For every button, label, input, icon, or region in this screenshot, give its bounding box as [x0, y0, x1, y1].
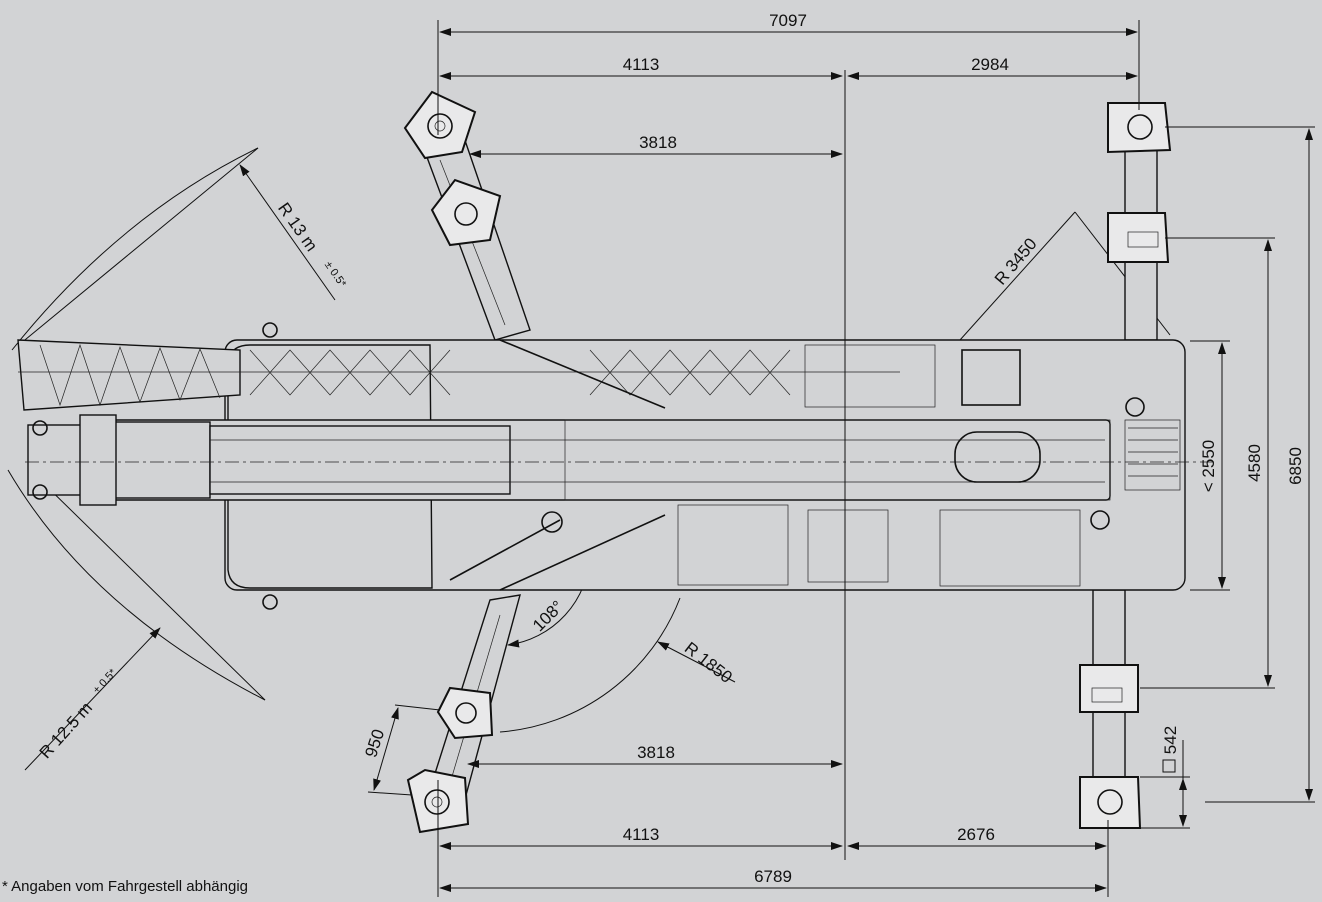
outrigger-pad-rear-top: [1107, 102, 1172, 154]
label-2676: 2676: [957, 825, 995, 844]
outrigger-pad-front-mid: [430, 178, 502, 247]
label-6789: 6789: [754, 867, 792, 886]
label-r1850: R 1850: [681, 638, 736, 687]
label-r13-tolerance: ± 0.5*: [322, 259, 349, 290]
label-r125: R 12.5 m: [36, 698, 96, 762]
vertical-dimensions: [367, 126, 1315, 829]
r125-arc: [7, 469, 266, 701]
label-542-group: 542: [1161, 726, 1180, 773]
label-2984: 2984: [971, 55, 1009, 74]
boom: [27, 414, 1111, 506]
label-3818-top: 3818: [639, 133, 677, 152]
label-r125-tolerance: ± 0.5*: [91, 666, 120, 696]
label-3818-bottom: 3818: [637, 743, 675, 762]
outrigger-pad-rear-mid: [1107, 212, 1170, 263]
label-4113-top: 4113: [623, 55, 660, 74]
label-542: 542: [1161, 726, 1180, 754]
r1850-arc: [499, 597, 681, 733]
label-r3450: R 3450: [991, 234, 1041, 288]
label-6850: 6850: [1286, 447, 1305, 485]
lattice-jib: [17, 339, 241, 411]
outriggers: [403, 90, 1172, 834]
footnote: * Angaben vom Fahrgestell abhängig: [2, 878, 248, 895]
label-r13-group: R 13 m ± 0.5*: [274, 199, 349, 290]
outrigger-pad-rear-low: [1079, 664, 1139, 713]
square-symbol-icon: [1162, 759, 1176, 773]
r13-arc: [11, 147, 259, 351]
label-4580: 4580: [1245, 444, 1264, 482]
rear-equipment: [677, 344, 1181, 587]
label-angle: 108°: [529, 597, 567, 635]
outrigger-pad-rear-bottom: [1079, 776, 1142, 829]
label-4113-bottom: 4113: [623, 825, 660, 844]
dim-line-950: [373, 707, 399, 791]
label-2550: < 2550: [1199, 440, 1218, 492]
swing-radius-lines: [7, 147, 1171, 771]
horizontal-dimensions: [437, 20, 1140, 897]
carrier-body: [17, 322, 1215, 610]
label-7097: 7097: [769, 11, 807, 30]
upper-lattice: [240, 349, 900, 396]
label-r125-group: R 12.5 m ± 0.5*: [36, 666, 120, 762]
r13-leader: [239, 164, 336, 301]
r125-leader: [24, 627, 161, 771]
outrigger-pad-front-top: [403, 90, 477, 160]
r3450-leader: [959, 211, 1076, 341]
outrigger-pad-front-low: [436, 686, 494, 740]
r1850-leader: [657, 641, 736, 683]
